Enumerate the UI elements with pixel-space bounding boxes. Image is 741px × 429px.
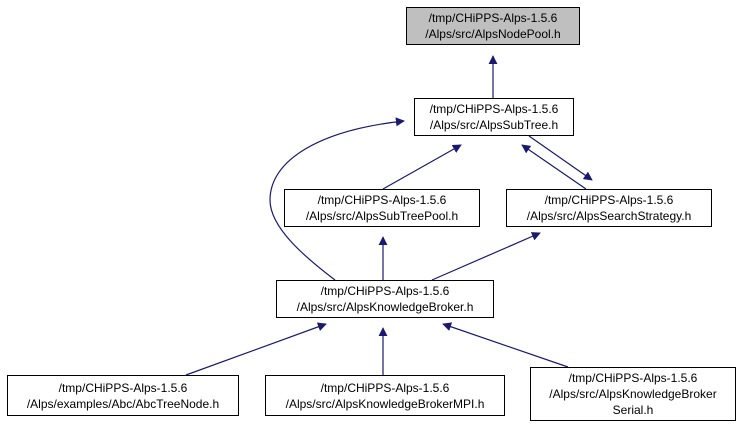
node-line: /Alps/src/AlpsSubTreePool.h	[305, 209, 459, 223]
node-alps-node-pool: /tmp/CHiPPS-Alps-1.5.6 /Alps/src/AlpsNod…	[406, 7, 580, 45]
node-line: /tmp/CHiPPS-Alps-1.5.6	[320, 284, 450, 298]
edge-brokerserial-to-knowledgebroker	[442, 322, 569, 368]
edge-subtree-to-searchstrategy	[528, 135, 593, 181]
node-line: Serial.h	[612, 403, 654, 417]
node-line: /Alps/src/AlpsSearchStrategy.h	[526, 209, 692, 223]
node-alps-search-strategy[interactable]: /tmp/CHiPPS-Alps-1.5.6 /Alps/src/AlpsSea…	[506, 189, 712, 227]
edge-abctreenode-to-knowledgebroker	[185, 322, 327, 376]
node-line: /Alps/examples/Abc/AbcTreeNode.h	[26, 396, 220, 411]
edge-knowledgebroker-to-searchstrategy	[431, 232, 541, 281]
node-alps-sub-tree[interactable]: /tmp/CHiPPS-Alps-1.5.6 /Alps/src/AlpsSub…	[414, 98, 574, 136]
node-line: /Alps/src/AlpsNodePool.h	[425, 27, 561, 41]
edge-knowledgebroker-to-subtree	[269, 117, 405, 281]
node-line: /tmp/CHiPPS-Alps-1.5.6	[428, 11, 558, 25]
node-line: /tmp/CHiPPS-Alps-1.5.6	[320, 380, 450, 395]
node-line: /Alps/src/AlpsKnowledgeBroker.h	[296, 300, 474, 314]
node-abc-tree-node[interactable]: /tmp/CHiPPS-Alps-1.5.6 /Alps/examples/Ab…	[7, 375, 239, 416]
node-line: /Alps/src/AlpsKnowledgeBroker	[549, 387, 717, 401]
node-alps-knowledge-broker[interactable]: /tmp/CHiPPS-Alps-1.5.6 /Alps/src/AlpsKno…	[276, 280, 494, 318]
edge-searchstrategy-to-subtree	[521, 144, 587, 190]
node-alps-sub-tree-pool[interactable]: /tmp/CHiPPS-Alps-1.5.6 /Alps/src/AlpsSub…	[284, 189, 480, 227]
node-line: /Alps/src/AlpsKnowledgeBrokerMPI.h	[285, 396, 485, 411]
node-line: /Alps/src/AlpsSubTree.h	[429, 118, 559, 132]
edge-subtreepool-to-subtree	[382, 144, 462, 190]
node-line: /tmp/CHiPPS-Alps-1.5.6	[317, 193, 447, 207]
node-line: /tmp/CHiPPS-Alps-1.5.6	[429, 102, 559, 116]
node-line: /tmp/CHiPPS-Alps-1.5.6	[568, 371, 698, 385]
node-line: /tmp/CHiPPS-Alps-1.5.6	[58, 380, 188, 395]
node-line: /tmp/CHiPPS-Alps-1.5.6	[544, 193, 674, 207]
node-alps-knowledge-broker-serial[interactable]: /tmp/CHiPPS-Alps-1.5.6 /Alps/src/AlpsKno…	[530, 367, 736, 421]
node-alps-knowledge-broker-mpi[interactable]: /tmp/CHiPPS-Alps-1.5.6 /Alps/src/AlpsKno…	[265, 375, 505, 416]
